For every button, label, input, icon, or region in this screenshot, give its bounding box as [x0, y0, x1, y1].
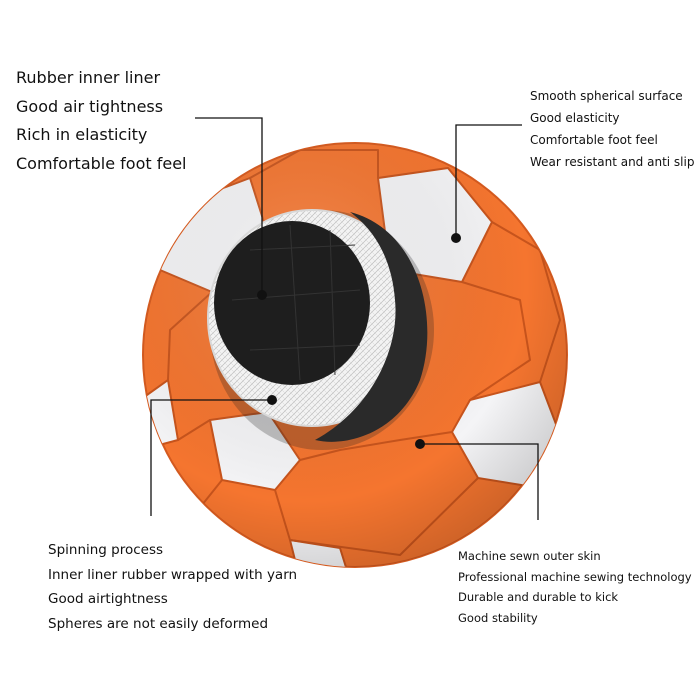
callout-top-left: Rubber inner liner Good air tightness Ri… — [16, 64, 187, 178]
liner-seam-lines — [231, 224, 361, 381]
callout-item: Good air tightness — [16, 96, 164, 116]
callout-bottom-left: Spinning process Inner liner rubber wrap… — [48, 538, 297, 636]
liner-disc-edge — [315, 212, 428, 442]
callout-item: Professional machine sewing technology — [458, 569, 692, 584]
callout-top-right: Smooth spherical surface Good elasticity… — [530, 85, 694, 173]
pointer-dot-top-right — [451, 233, 461, 243]
callout-item: Durable and durable to kick — [458, 590, 619, 604]
callout-item: Wear resistant and anti slip — [530, 155, 695, 169]
callout-bottom-right: Machine sewn outer skin Professional mac… — [458, 546, 692, 628]
pointer-dot-bottom-left — [267, 395, 277, 405]
leader-line-top-left — [195, 117, 263, 294]
callout-item: Spheres are not easily deformed — [48, 615, 269, 632]
callout-item: Good elasticity — [530, 111, 620, 125]
pointer-dot-top-left — [257, 290, 267, 300]
callout-item: Comfortable foot feel — [530, 133, 658, 147]
leader-line-bottom-right — [420, 443, 539, 520]
callout-item: Machine sewn outer skin — [458, 549, 601, 563]
callout-item: Smooth spherical surface — [530, 89, 683, 103]
pointer-dot-bottom-right — [415, 439, 425, 449]
leader-line-bottom-left — [150, 399, 270, 516]
callout-item: Good stability — [458, 610, 538, 625]
leader-line-top-right — [455, 124, 522, 238]
callout-item: Rich in elasticity — [16, 125, 148, 144]
callout-item: Rubber inner liner — [16, 68, 161, 87]
inner-liner-cutaway — [207, 209, 434, 450]
callout-item: Comfortable foot feel — [16, 153, 187, 173]
callout-item: Spinning process — [48, 542, 164, 558]
callout-item: Good airtightness — [48, 591, 168, 607]
callout-item: Inner liner rubber wrapped with yarn — [48, 566, 298, 583]
